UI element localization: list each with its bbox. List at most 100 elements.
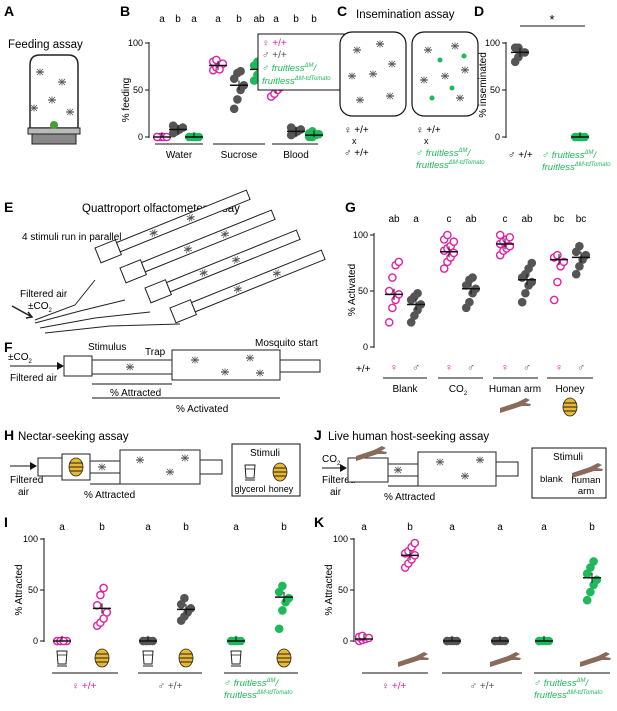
d-marks (510, 43, 590, 142)
i-group-male: ♂ +/+ (158, 681, 183, 692)
b-legend-male: ♂ +/+ (262, 50, 287, 61)
g-letter: a (413, 214, 419, 225)
g-letter: bc (554, 214, 565, 225)
f-co2-label: ±CO2 (8, 352, 33, 365)
h-glycerol-icon (244, 464, 256, 481)
k-ylabel: % Attracted (324, 564, 335, 615)
i-ticks: 0 50 100 (23, 534, 44, 646)
g-letter: c (447, 214, 452, 225)
c-right-x: x (424, 136, 429, 146)
g-group-honey: Honey (556, 384, 585, 395)
g-genotype: +/+ (356, 364, 371, 375)
d-ytick-100: 100 (485, 38, 500, 48)
i-ytick-0: 0 (33, 636, 38, 646)
g-ytick-100: 100 (353, 230, 368, 240)
k-ytick-100: 100 (333, 534, 348, 544)
i-group-female: ♀ +/+ (72, 681, 97, 692)
i-1-point (102, 608, 112, 617)
d-xlabel-wt: ♂ +/+ (508, 150, 533, 161)
i-letter: b (99, 522, 105, 533)
g-7-point (575, 241, 584, 251)
panel-letter-k: K (314, 514, 324, 530)
i-5-point (278, 581, 287, 591)
j-air-label-2: air (330, 487, 342, 498)
panel-letter-j: J (314, 427, 322, 443)
i-3-point (180, 593, 189, 603)
panel-letter-c: C (337, 3, 347, 19)
g-6-point (553, 250, 562, 260)
k-ytick-50: 50 (338, 585, 348, 595)
b-letter: a (191, 14, 197, 25)
k-group-labels: ♀ +/+ ♂ +/+ ♂ fruitlessΔM/ fruitlessΔM-t… (362, 672, 610, 701)
b-group-blood: Blood (283, 150, 309, 161)
k-marks (354, 538, 602, 646)
c-left-x: x (352, 136, 357, 146)
g-5-point (517, 297, 527, 307)
g-7-point (575, 262, 584, 271)
f-air-label: Filtered air (10, 373, 58, 384)
d-ytick-0: 0 (495, 132, 500, 142)
b-letter: b (175, 14, 181, 25)
b-1-2-point (286, 123, 296, 132)
panel-letter-i: I (4, 514, 8, 530)
h-honey-icon (272, 462, 288, 482)
j-stim-arm: arm (578, 486, 594, 497)
g-7-point (571, 269, 581, 279)
g-ylabel: % Activated (347, 264, 358, 316)
g-1-point (406, 318, 416, 327)
b-group-labels: Water Sucrose Blood (155, 143, 318, 161)
h-stimuli-box (231, 443, 301, 497)
j-stimuli-title: Stimuli (553, 452, 583, 463)
f-attracted-label: % Attracted (110, 388, 161, 399)
k-letter: b (589, 522, 595, 533)
f-stimulus-label: Stimulus (88, 342, 126, 353)
b-legend-female: ♀ +/+ (262, 38, 287, 49)
k-group-male: ♂ +/+ (470, 681, 495, 692)
g-group-labels: Blank CO2 Human arm Honey (383, 377, 593, 417)
panel-letter-d: D (474, 3, 484, 19)
panel-a: Feeding assay (8, 39, 83, 145)
g-letter: ab (388, 214, 400, 225)
c-right-male: ♂ fruitlessΔM/ (416, 148, 472, 159)
d-wt-point (514, 43, 523, 53)
g-group-co2: CO2 (449, 384, 468, 397)
d-sig-star: * (549, 12, 554, 27)
b-ylabel: % feeding (121, 78, 132, 122)
b-ytick-100: 100 (128, 38, 143, 48)
g-0-point (388, 273, 397, 282)
b-letter: b (311, 14, 317, 25)
b-letter: a (273, 14, 279, 25)
g-sex-label: ♂ (467, 362, 475, 374)
f-trap-label: Trap (145, 347, 166, 358)
g-ytick-50: 50 (358, 286, 368, 296)
feeding-cage-illustration (27, 54, 81, 145)
g-4-point (495, 230, 505, 240)
panel-letter-b: B (120, 3, 130, 19)
i-5-point (284, 593, 294, 603)
g-4-point (505, 232, 515, 242)
e-stim-label: 4 stimuli run in parallel (22, 232, 122, 243)
i-ytick-100: 100 (23, 534, 38, 544)
k-ytick-0: 0 (343, 636, 348, 646)
panel-letter-f: F (4, 339, 13, 355)
panel-h: Nectar-seeking assay Filtered air % Attr… (10, 431, 301, 501)
k-letter: a (361, 522, 367, 533)
b-ytick-0: 0 (138, 132, 143, 142)
j-air-label-1: Filtered (322, 475, 355, 486)
panel-letter-g: G (345, 199, 356, 215)
k-group-mutant-line2: fruitlessΔM-tdTomato (534, 690, 603, 701)
b-letter: a (159, 14, 165, 25)
panel-j: Live human host-seeking assay CO2 Filter… (322, 431, 607, 503)
olfactometer-drawing (11, 189, 326, 334)
g-group-human-arm: Human arm (489, 384, 541, 395)
g-sexes: ♀♂♀♂♀♂♀♂ (390, 362, 585, 374)
j-stimuli-box (531, 447, 607, 499)
c-left-female: ♀ +/+ (344, 125, 369, 136)
g-letter: ab (521, 214, 533, 225)
k-group-female: ♀ +/+ (382, 681, 407, 692)
k-1-point (410, 538, 420, 548)
